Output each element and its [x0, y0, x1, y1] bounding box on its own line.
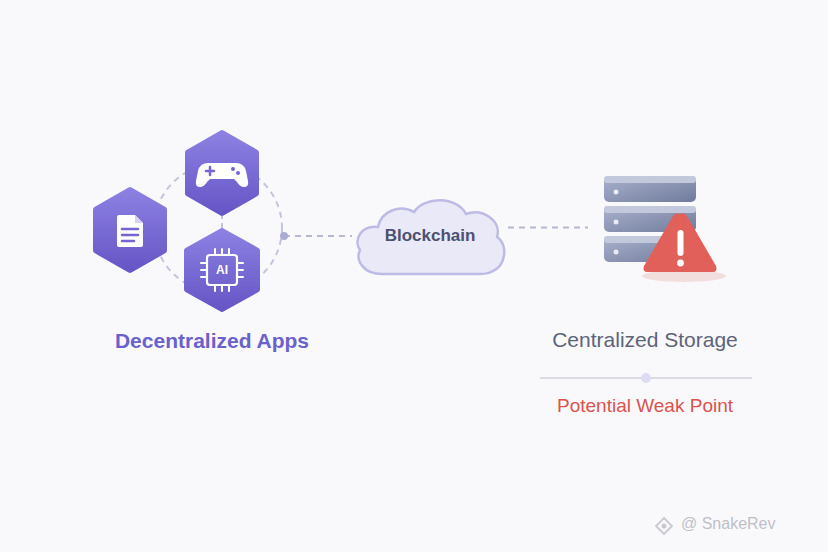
chip-pin — [201, 269, 207, 271]
server-top — [604, 176, 696, 183]
cloud — [357, 200, 504, 274]
chip-pin — [228, 249, 230, 255]
storage-server: Centralized StoragePotential Weak Point — [588, 170, 703, 285]
chip-pin — [201, 276, 207, 278]
chip-pin — [201, 262, 207, 264]
blockchain-cloud: Blockchain — [352, 195, 508, 277]
chip-pin — [237, 276, 243, 278]
connector-dot — [280, 232, 288, 240]
watermark-icon — [662, 524, 667, 529]
server-slab — [604, 176, 696, 202]
document-line — [122, 228, 138, 231]
document-hexagon — [96, 190, 164, 270]
watermark: @ SnakeRev — [681, 515, 776, 533]
gamepad-button — [231, 167, 235, 171]
chip-pin — [221, 249, 223, 255]
gamepad-button — [236, 171, 240, 175]
dashed-connector — [284, 235, 352, 237]
document-icon — [117, 215, 143, 247]
watermark-icon — [656, 518, 672, 534]
chip-pin — [214, 249, 216, 255]
chip-pin — [221, 285, 223, 291]
chip-outline — [207, 255, 237, 285]
document-fold — [135, 215, 143, 223]
warning-label: Potential Weak Point — [557, 395, 733, 418]
document-line — [122, 234, 138, 237]
gamepad-hexagon — [188, 133, 256, 213]
warning-triangle — [644, 213, 717, 272]
server-light — [614, 220, 619, 225]
gamepad-icon — [196, 163, 248, 187]
hexagon — [96, 190, 164, 270]
server-stack — [604, 176, 726, 282]
warning-mark — [678, 230, 684, 256]
chip-pin — [237, 262, 243, 264]
dashed-connector — [508, 227, 588, 229]
group-heading: Decentralized Apps — [115, 328, 309, 353]
chip-pin — [214, 285, 216, 291]
server-light — [614, 190, 619, 195]
hexagon — [188, 133, 256, 213]
document-line — [122, 240, 134, 243]
watermark-logo — [656, 518, 672, 534]
ai-hexagon: AI — [184, 228, 260, 312]
server-light — [614, 250, 619, 255]
cloud-label: Blockchain — [385, 226, 476, 246]
chip-label: AI — [216, 263, 228, 277]
storage-title: Centralized Storage — [552, 327, 738, 352]
app-group: Decentralized AppsAI — [92, 132, 284, 312]
gamepad-cross — [209, 167, 212, 175]
divider-dot — [641, 373, 651, 383]
chip-pin — [237, 269, 243, 271]
hexagon — [187, 231, 257, 309]
server-top — [604, 206, 696, 213]
chip-pin — [228, 285, 230, 291]
warning-dot — [677, 260, 684, 267]
